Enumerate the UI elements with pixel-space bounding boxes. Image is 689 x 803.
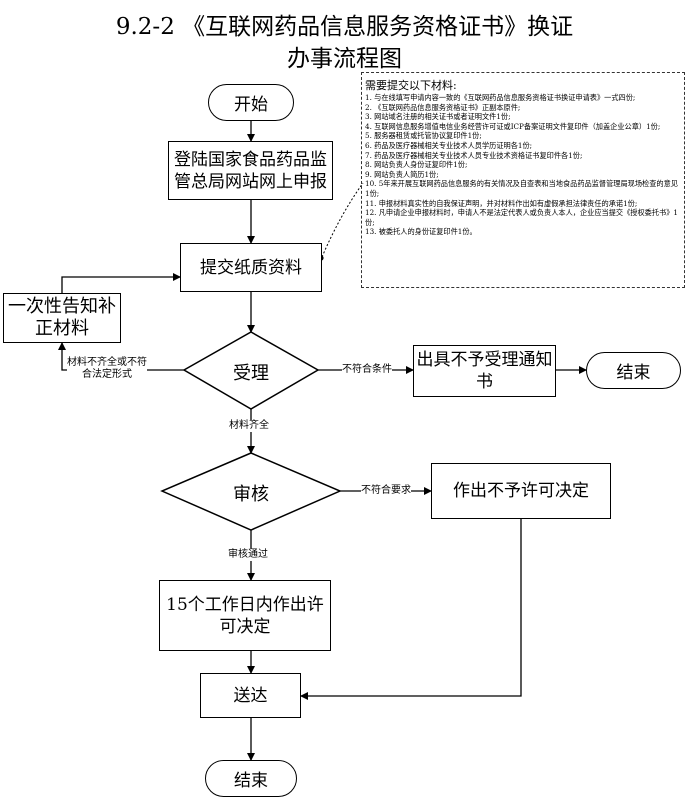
notify-supplement-box: 一次性告知补正材料 bbox=[3, 293, 121, 343]
materials-item: 7. 药品及医疗器械相关专业技术人员专业技术资格证书复印件各1份; bbox=[365, 150, 583, 160]
materials-item: 4. 互联网信息服务增值电信业务经营许可证或ICP备案证明文件复印件（加盖企业公… bbox=[365, 121, 661, 131]
deliver-box: 送达 bbox=[200, 673, 301, 718]
edge-label-complete: 材料齐全 bbox=[229, 420, 269, 432]
page-title-line2: 办事流程图 bbox=[287, 46, 402, 72]
materials-item: 12. 凡申请企业申报材料时，申请人不是法定代表人或负责人本人，企业应当提交《授… bbox=[365, 208, 678, 227]
reject-notice-box: 出具不予受理通知书 bbox=[413, 345, 556, 397]
materials-heading: 需要提交以下材料: bbox=[365, 79, 457, 92]
edge-label-review-pass: 审核通过 bbox=[228, 549, 268, 561]
page-title-line1: 9.2-2 《互联网药品信息服务资格证书》换证 bbox=[115, 14, 574, 40]
review-diamond bbox=[160, 452, 342, 531]
review-label: 审核 bbox=[233, 484, 269, 505]
edge-label-incomplete: 材料不齐全或不符合法定形式 bbox=[67, 357, 147, 381]
materials-notes: 需要提交以下材料: 1. 与在线填写申请内容一致的《互联网药品信息服务资格证书换… bbox=[361, 72, 685, 288]
start-terminal: 开始 bbox=[208, 84, 294, 121]
accept-label: 受理 bbox=[233, 363, 269, 384]
materials-item: 5. 服务器租赁或托管协议复印件1份; bbox=[365, 131, 482, 141]
materials-item: 2. 《互联网药品信息服务资格证书》正副本原件; bbox=[365, 102, 521, 112]
materials-item: 1. 与在线填写申请内容一致的《互联网药品信息服务资格证书换证申请表》一式四份; bbox=[365, 93, 636, 102]
materials-item: 11. 申报材料真实性的自我保证声明，并对材料作出如有虚假承担法律责任的承诺1份… bbox=[365, 198, 638, 208]
deny-decision-box: 作出不予许可决定 bbox=[431, 463, 611, 519]
materials-item: 6. 药品及医疗器械相关专业技术人员学历证明各1份; bbox=[365, 140, 533, 150]
paper-submit-box: 提交纸质资料 bbox=[180, 243, 322, 292]
materials-item: 9. 网站负责人简历1份; bbox=[365, 169, 439, 179]
materials-item: 3. 网站域名注册的相关证书或者证明文件1份; bbox=[365, 112, 511, 122]
end-reject-terminal: 结束 bbox=[586, 352, 681, 389]
materials-item: 8. 网站负责人身份证复印件1份; bbox=[365, 160, 468, 170]
end-terminal: 结束 bbox=[205, 760, 297, 797]
online-submit-box: 登陆国家食品药品监管总局网站网上申报 bbox=[168, 141, 333, 200]
permit-decision-box: 15个工作日内作出许可决定 bbox=[159, 580, 331, 651]
materials-item: 13. 被委托人的身份证复印件1份。 bbox=[365, 227, 477, 237]
edge-label-not-meet: 不符合要求 bbox=[361, 485, 411, 497]
materials-item: 10. 5年来开展互联网药品信息服务的有关情况及自查表和当地食品药品监督管理局现… bbox=[365, 179, 678, 198]
edge-label-not-conform: 不符合条件 bbox=[342, 364, 392, 376]
accept-diamond bbox=[182, 331, 320, 410]
